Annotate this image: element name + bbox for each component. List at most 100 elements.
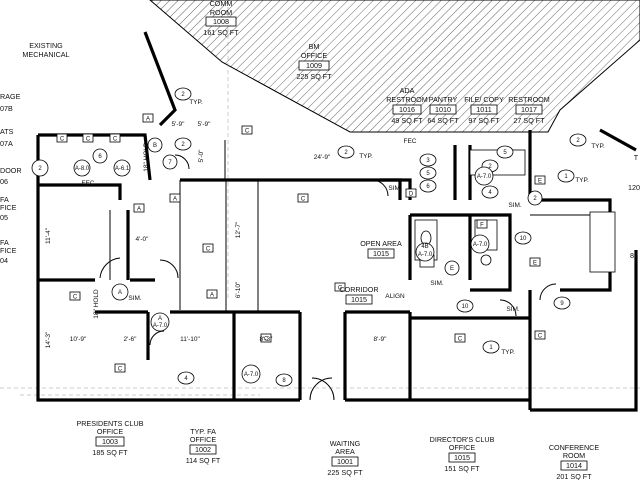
svg-text:A-6.1: A-6.1 bbox=[115, 166, 130, 172]
wall-tag: A bbox=[133, 203, 145, 213]
room-file-copy: FILE/ COPY 1011 97 SQ FT bbox=[464, 95, 504, 125]
svg-text:7: 7 bbox=[168, 160, 172, 166]
svg-text:225 SQ FT: 225 SQ FT bbox=[296, 72, 332, 81]
svg-text:27 SQ FT: 27 SQ FT bbox=[513, 116, 545, 125]
wall-tag: E bbox=[529, 257, 541, 267]
svg-text:2: 2 bbox=[488, 164, 492, 170]
wall-tag: C bbox=[260, 333, 272, 343]
room-comm: COMM ROOM 1008 161 SQ FT bbox=[203, 0, 239, 37]
wall-tag: C bbox=[297, 193, 309, 203]
section-marker: B bbox=[147, 137, 163, 153]
wall-tag: C bbox=[82, 133, 94, 143]
room-waiting-area: WAITING AREA 1001 225 SQ FT bbox=[327, 439, 363, 477]
svg-text:185 SQ FT: 185 SQ FT bbox=[92, 448, 128, 457]
elevation-markers: AA-7.0 A-7.0 4BA-7.0 A-7.0 A-7.0 A A-8.0… bbox=[31, 137, 543, 384]
svg-text:120: 120 bbox=[628, 183, 640, 192]
notes: TYP. TYP. TYP. TYP. TYP. SIM. SIM. SIM. … bbox=[82, 99, 605, 356]
svg-text:9: 9 bbox=[560, 301, 564, 307]
svg-text:OFFICE: OFFICE bbox=[97, 427, 124, 436]
svg-text:06: 06 bbox=[0, 177, 8, 186]
section-marker: A-7.0 bbox=[470, 234, 490, 254]
room-corridor: CORRIDOR 1015 bbox=[339, 285, 379, 305]
svg-text:C: C bbox=[60, 137, 65, 143]
svg-text:A-7.0: A-7.0 bbox=[473, 242, 488, 248]
section-marker: A-6.1 bbox=[113, 159, 131, 177]
svg-text:A: A bbox=[137, 207, 141, 213]
keynote-circle: 1 bbox=[482, 340, 500, 354]
right-edge-labels: T 120 82 bbox=[628, 153, 640, 260]
svg-text:3: 3 bbox=[426, 158, 430, 164]
svg-text:8: 8 bbox=[282, 378, 286, 384]
hatched-existing-area bbox=[149, 0, 640, 133]
section-marker: 2 bbox=[31, 159, 49, 177]
svg-text:RAGE: RAGE bbox=[0, 92, 21, 101]
svg-text:C: C bbox=[73, 295, 78, 301]
section-marker: A-7.0 bbox=[474, 166, 494, 186]
svg-text:DOOR: DOOR bbox=[0, 166, 22, 175]
svg-text:6'-10": 6'-10" bbox=[235, 281, 242, 298]
svg-text:82: 82 bbox=[630, 251, 638, 260]
section-marker: 7 bbox=[162, 154, 178, 170]
room-restroom: RESTROOM 1017 27 SQ FT bbox=[508, 95, 550, 125]
room-presidents-club: PRESIDENTS CLUB OFFICE 1003 185 SQ FT bbox=[76, 419, 143, 457]
svg-text:A-7.0: A-7.0 bbox=[153, 323, 168, 329]
keynote-circle: 5 bbox=[496, 145, 514, 159]
svg-text:4B: 4B bbox=[421, 244, 428, 250]
svg-text:2: 2 bbox=[344, 150, 348, 156]
keynote-circle: 8 bbox=[275, 373, 293, 387]
svg-text:2: 2 bbox=[181, 142, 185, 148]
svg-text:8'-3": 8'-3" bbox=[260, 336, 274, 343]
svg-text:5: 5 bbox=[426, 171, 430, 177]
svg-text:A-7.0: A-7.0 bbox=[418, 252, 433, 258]
svg-text:TYP. FA: TYP. FA bbox=[190, 427, 216, 436]
svg-text:1003: 1003 bbox=[102, 437, 118, 446]
svg-text:161 SQ FT: 161 SQ FT bbox=[203, 28, 239, 37]
svg-text:FILE/ COPY: FILE/ COPY bbox=[464, 95, 504, 104]
room-typ-fa-office: TYP. FA OFFICE 1002 114 SQ FT bbox=[186, 427, 221, 465]
wall-tags: C C C A C A C A C A C C C C D C E C E F bbox=[56, 113, 546, 373]
room-directors-club: DIRECTOR'S CLUB OFFICE 1015 151 SQ FT bbox=[430, 435, 495, 473]
svg-text:2: 2 bbox=[38, 166, 42, 172]
svg-text:FEC: FEC bbox=[82, 180, 95, 187]
svg-text:07A: 07A bbox=[0, 139, 13, 148]
wall-tag: C bbox=[109, 133, 121, 143]
svg-text:10: 10 bbox=[462, 304, 469, 310]
section-marker: AA-7.0 bbox=[150, 312, 170, 332]
svg-text:1: 1 bbox=[564, 174, 568, 180]
svg-text:C: C bbox=[301, 197, 306, 203]
keynote-circle: 4 bbox=[177, 371, 195, 385]
keynote-circle: 5 bbox=[419, 166, 437, 180]
keynote-circle: 2 bbox=[174, 87, 192, 101]
svg-text:DIRECTOR'S CLUB: DIRECTOR'S CLUB bbox=[430, 435, 495, 444]
svg-text:1011: 1011 bbox=[476, 105, 491, 114]
svg-text:5: 5 bbox=[503, 150, 507, 156]
svg-text:AREA: AREA bbox=[335, 447, 355, 456]
svg-text:TYP.: TYP. bbox=[501, 349, 515, 356]
svg-text:18" HOLD: 18" HOLD bbox=[93, 289, 100, 319]
wall-tag: C bbox=[202, 243, 214, 253]
keynote-circle: 2 bbox=[569, 133, 587, 147]
svg-text:4: 4 bbox=[184, 376, 188, 382]
svg-text:FICE: FICE bbox=[0, 203, 17, 212]
svg-text:1014: 1014 bbox=[566, 461, 582, 470]
svg-text:TYP.: TYP. bbox=[189, 99, 203, 106]
svg-text:CORRIDOR: CORRIDOR bbox=[339, 285, 378, 294]
svg-text:PRESIDENTS CLUB: PRESIDENTS CLUB bbox=[76, 419, 143, 428]
wall-tag: C bbox=[454, 333, 466, 343]
svg-text:ATS: ATS bbox=[0, 127, 14, 136]
keynote-circle: 1 bbox=[557, 169, 575, 183]
svg-text:A-7.0: A-7.0 bbox=[477, 174, 492, 180]
room-open-area: OPEN AREA 1015 bbox=[360, 239, 402, 259]
section-marker: A-8.0 bbox=[73, 159, 91, 177]
svg-text:CONFERENCE: CONFERENCE bbox=[549, 443, 600, 452]
svg-text:18" HOLD: 18" HOLD bbox=[143, 142, 150, 172]
svg-text:C: C bbox=[338, 286, 343, 292]
svg-text:1015: 1015 bbox=[454, 453, 470, 462]
svg-text:C: C bbox=[538, 334, 543, 340]
svg-text:1016: 1016 bbox=[399, 105, 415, 114]
room-conference: CONFERENCE ROOM 1014 201 SQ FT bbox=[549, 443, 600, 480]
svg-text:E: E bbox=[533, 261, 537, 267]
section-marker: 6 bbox=[92, 148, 108, 164]
svg-text:8'-9": 8'-9" bbox=[374, 336, 388, 343]
svg-text:10'-9": 10'-9" bbox=[70, 336, 87, 343]
